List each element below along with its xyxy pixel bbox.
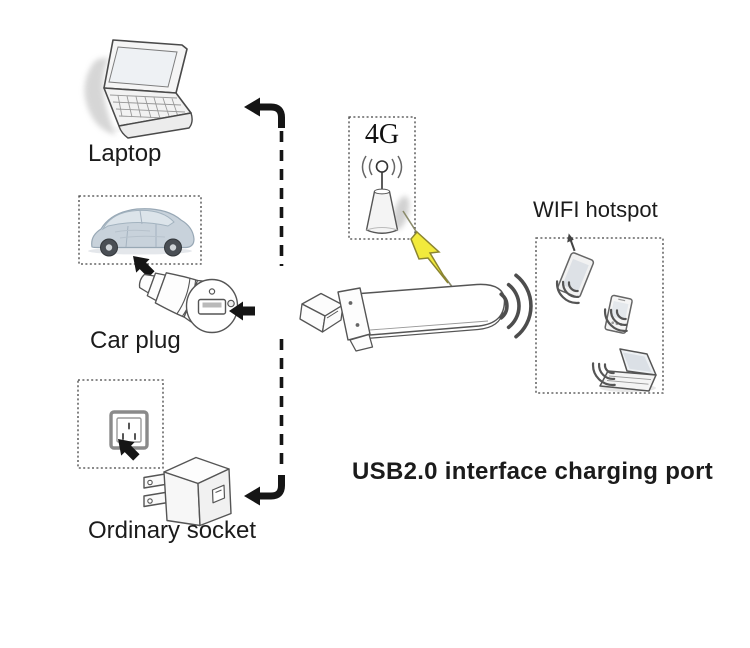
network-4g-label: 4G xyxy=(364,119,400,150)
wifi-waves-icon xyxy=(555,280,580,305)
car-plug-label: Car plug xyxy=(90,327,181,354)
wifi-waves-icon xyxy=(499,273,533,339)
tablet-icon xyxy=(555,233,595,305)
laptop-shadow xyxy=(84,57,116,136)
antenna-4g-icon xyxy=(361,155,410,234)
car-illustration xyxy=(88,208,195,257)
car-plug-illustration xyxy=(138,272,239,334)
lightning-bolt-icon xyxy=(402,210,457,293)
socket-box xyxy=(77,379,164,469)
wifi-waves-icon xyxy=(591,362,616,387)
antenna-4g-box xyxy=(348,116,416,240)
laptop-label: Laptop xyxy=(88,140,162,167)
elbow-arrow-icon xyxy=(244,475,285,506)
wall-charger-illustration xyxy=(143,456,232,527)
wifi-hotspot-label: WIFI hotspot xyxy=(533,197,658,222)
keyboard-keys xyxy=(109,94,190,120)
ordinary-socket-label: Ordinary socket xyxy=(88,517,257,544)
elbow-arrow-icon xyxy=(244,97,285,128)
wifi-hotspot-box xyxy=(535,237,664,394)
usb-port xyxy=(211,484,226,504)
wifi-waves-icon xyxy=(603,308,628,333)
mini-laptop-icon xyxy=(591,348,657,392)
usb-dongle-illustration xyxy=(299,283,506,352)
laptop-illustration xyxy=(84,39,193,139)
usb-charging-port-label: USB2.0 interface charging port xyxy=(352,458,714,485)
smartphone-icon xyxy=(603,294,633,334)
